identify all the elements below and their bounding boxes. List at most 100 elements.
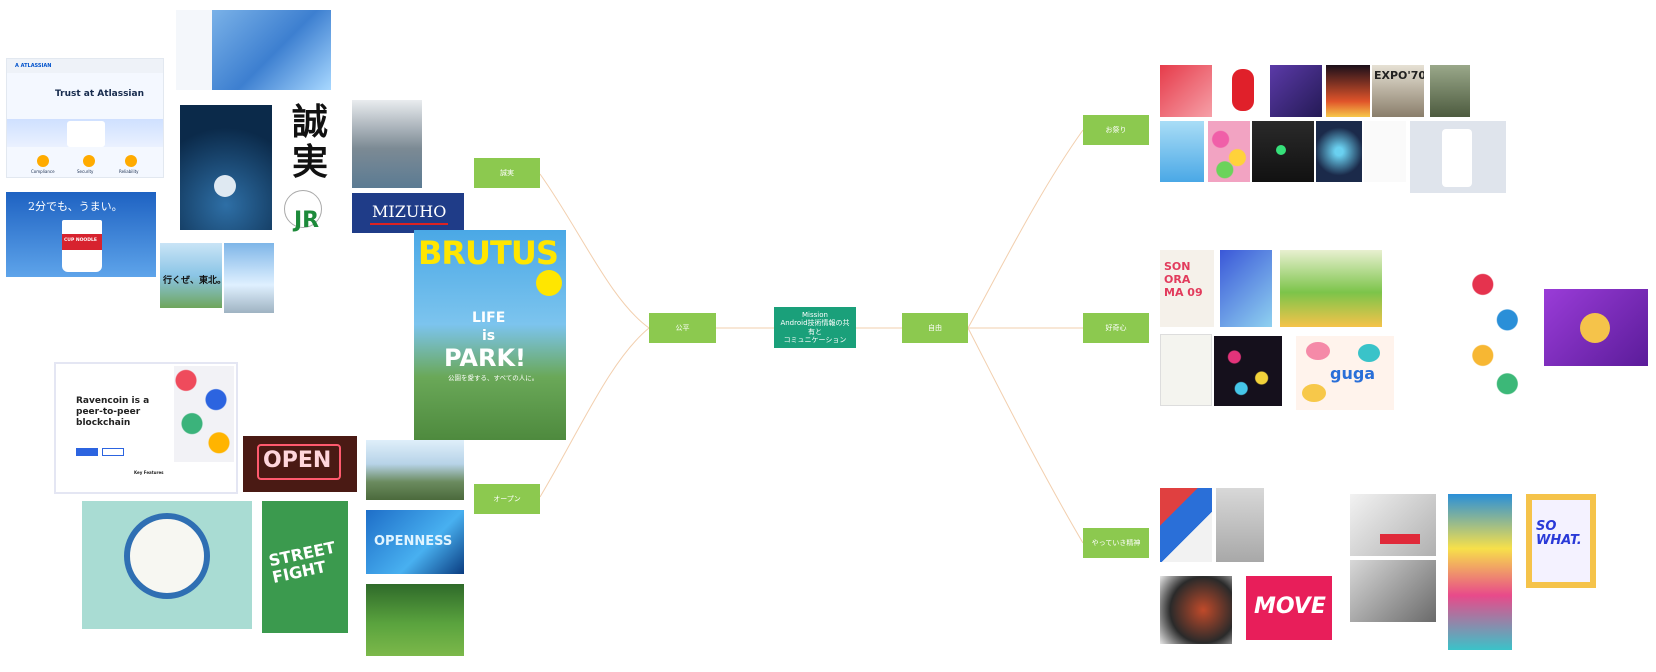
traffic-light-green [1276, 145, 1286, 155]
rocket-poster [180, 105, 272, 230]
geometric-poster [1160, 488, 1212, 562]
street-fight-book: STREET FIGHT [262, 501, 348, 633]
park-tree-photo [366, 584, 464, 656]
tohoku-poster: 行くぜ、東北。 [160, 243, 222, 308]
festival-photo-6 [1430, 65, 1470, 117]
node-kouhei-label: 公平 [675, 323, 690, 332]
tohoku-copy: 行くぜ、東北。 [163, 276, 222, 286]
neon-pattern-art [1214, 336, 1282, 406]
mountain-photo [366, 440, 464, 500]
node-seijitsu-label: 誠実 [500, 168, 514, 177]
node-seijitsu[interactable]: 誠実 [474, 158, 540, 188]
cupnoodle-band [62, 234, 102, 250]
train-poster [224, 243, 274, 313]
purple-3d-art [1544, 289, 1648, 366]
ravencoin-key-features: Key Features [134, 470, 164, 475]
3d-ribbon-art [1160, 576, 1232, 644]
ravencoin-btn-1 [76, 448, 98, 456]
festival-photo-3 [1270, 65, 1322, 117]
node-open[interactable]: オープン [474, 484, 540, 514]
center-line-3: コミュニケーション [783, 335, 847, 344]
openness-text: OPENNESS [374, 534, 453, 549]
shapes-poster [1424, 256, 1522, 398]
jr-circle [284, 190, 322, 228]
balloons-photo [1208, 121, 1250, 182]
cupnoodle-copy: 2分でも、うまい。 [28, 200, 123, 213]
center-line-2: Android技術情報の共有と [780, 319, 850, 336]
move-logo-text: MOVE [1254, 594, 1326, 619]
edge-right-top [967, 129, 1084, 329]
atlassian-header [7, 59, 163, 73]
sonorama-poster: SON ORA MA 09 [1160, 250, 1214, 327]
node-omatsuri[interactable]: お祭り [1083, 115, 1149, 145]
dancer-poster [1216, 488, 1264, 562]
edge-right-bottom [967, 327, 1084, 544]
weathering-with-you-screenshot [176, 10, 331, 90]
rocket-capsule [214, 175, 236, 197]
expo70-text: EXPO'70 [1374, 69, 1424, 82]
manga-poster-bottom [1350, 560, 1436, 622]
edge-left-bottom [539, 327, 650, 498]
atlassian-logo: A ATLASSIAN [15, 63, 52, 69]
ramune-bottles [1160, 121, 1204, 182]
open-neon-text: OPEN [263, 448, 332, 473]
ravencoin-btn-2 [102, 448, 124, 456]
atlassian-castle [67, 121, 105, 147]
cupnoodle-cup: CUP NOODLE [62, 220, 102, 272]
red-lantern [1220, 65, 1266, 117]
brutus-is: is [482, 328, 496, 344]
blue-character-poster [1220, 250, 1272, 327]
icons-grid [1364, 121, 1406, 182]
guga-blob-teal [1358, 344, 1380, 362]
brutus-park: PARK! [444, 344, 526, 372]
so-what-text: SO WHAT. [1536, 519, 1582, 548]
purple-art-shape [1580, 313, 1610, 343]
so-what-inner [1532, 500, 1590, 582]
brutus-title: BRUTUS [418, 234, 559, 272]
mizuho-logo-image: MIZUHO [352, 193, 464, 233]
node-open-label: オープン [493, 494, 521, 503]
expo70-poster: EXPO'70 [1372, 65, 1424, 117]
cupnoodle-ad: 2分でも、うまい。 CUP NOODLE [6, 192, 156, 277]
festival-photo-4 [1326, 65, 1370, 117]
ravencoin-title: Ravencoin is a peer-to-peer blockchain [76, 396, 150, 428]
shop-interior-photo [1280, 250, 1382, 327]
atlassian-trust-screenshot: A ATLASSIAN Trust at Atlassian Complianc… [6, 58, 164, 178]
atlassian-icon-3 [125, 155, 137, 167]
seijitsu-calligraphy: 誠実 [292, 101, 329, 183]
portrait-photo [352, 100, 422, 188]
center-line-1: Mission [802, 311, 828, 320]
atlassian-icon-2 [83, 155, 95, 167]
node-kouhei[interactable]: 公平 [649, 313, 716, 343]
center-node-mission[interactable]: Mission Android技術情報の共有と コミュニケーション [774, 307, 856, 348]
colorful-typography-poster [1448, 494, 1512, 650]
traffic-light-photo [1252, 121, 1314, 182]
node-yatteiki[interactable]: やっていき精神 [1083, 528, 1149, 558]
open-neon-sign: OPEN [243, 436, 357, 492]
globe-illustration [82, 501, 252, 629]
cupnoodle-brand: CUP NOODLE [64, 238, 97, 243]
edge-left-top [539, 173, 650, 329]
globe-circle [124, 513, 210, 599]
festival-photo-1 [1160, 65, 1212, 117]
mizuho-swoosh [370, 223, 448, 225]
openness-photo: OPENNESS [366, 510, 464, 574]
atlassian-icon-1 [37, 155, 49, 167]
sonorama-text: SON ORA MA 09 [1164, 260, 1203, 299]
node-koukishin-label: 好奇心 [1105, 323, 1127, 332]
fireworks-photo [1316, 121, 1362, 182]
open-neon-frame [257, 444, 341, 480]
textbook-cover [1160, 334, 1212, 406]
brutus-magazine-cover: BRUTUS LIFE is PARK! 公園を愛する、すべての人に。 [414, 230, 566, 440]
atlassian-item-2: Security [77, 169, 94, 174]
node-jiyuu[interactable]: 自由 [902, 313, 968, 343]
ravencoin-website: Ravencoin is a peer-to-peer blockchain K… [54, 362, 238, 494]
guga-blob-pink [1306, 342, 1330, 360]
atlassian-item-1: Compliance [31, 169, 55, 174]
node-yatteiki-label: やっていき精神 [1091, 538, 1141, 547]
guga-logo: guga [1330, 364, 1376, 383]
node-koukishin[interactable]: 好奇心 [1083, 313, 1149, 343]
node-jiyuu-label: 自由 [928, 323, 942, 332]
manga-red-text [1380, 534, 1420, 544]
